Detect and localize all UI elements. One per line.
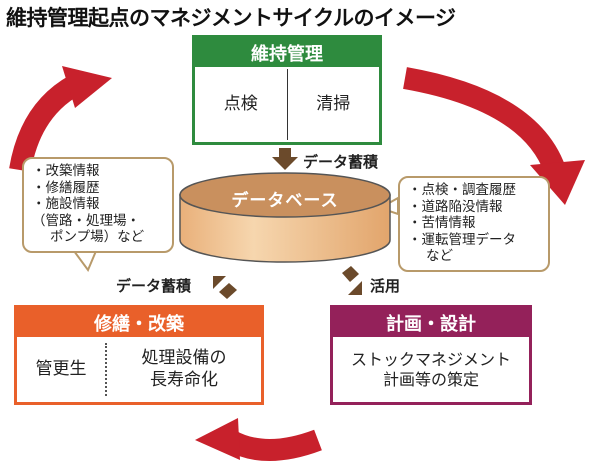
maintenance-cell-inspection: 点検 [223, 93, 258, 114]
repair-cell-line: 処理設備の [141, 348, 227, 369]
callout-right-line: など [426, 248, 453, 264]
callout-left-line: ・改築情報 [32, 163, 100, 179]
accumulate-label-left: データ蓄積 [116, 277, 192, 295]
callout-left-line: ・修繕履歴 [32, 179, 100, 196]
callout-right-line: ・苦情情報 [408, 215, 476, 231]
database-cylinder [179, 172, 391, 263]
callout-right-line: ・道路陥没情報 [408, 198, 503, 215]
callout-right-line: ・運転管理データ [408, 231, 516, 248]
utilize-label: 活用 [370, 277, 401, 295]
plan-header: 計画・設計 [333, 308, 529, 337]
database-label: データベース [231, 191, 339, 211]
callout-left: ・改築情報 ・修繕履歴 ・施設情報 （管路・処理場・ ポンプ場）など [22, 157, 174, 253]
callout-left-tail [72, 250, 98, 273]
maintenance-divider [286, 69, 288, 140]
callout-left-line: ・施設情報 [32, 196, 100, 212]
callout-left-line: ポンプ場）など [50, 229, 145, 245]
cycle-arrow-left [9, 66, 112, 173]
repair-divider [105, 343, 107, 396]
maintenance-header: 維持管理 [195, 38, 379, 67]
repair-cell-life-extension: 処理設備の 長寿命化 [107, 337, 261, 402]
diagram-title: 維持管理起点のマネジメントサイクルのイメージ [6, 6, 456, 30]
maintenance-cell-cleaning: 清掃 [316, 93, 351, 114]
repair-box: 修繕・改築 管更生 処理設備の 長寿命化 [14, 305, 264, 405]
repair-cell-line: 長寿命化 [150, 369, 218, 390]
accumulate-label-top: データ蓄積 [303, 153, 379, 171]
utilize-arrow [342, 266, 362, 295]
plan-body-line: ストックマネジメント [350, 349, 511, 369]
cycle-arrow-bottom [195, 418, 322, 461]
plan-body: ストックマネジメント 計画等の策定 [333, 337, 529, 402]
callout-right: ・点検・調査履歴 ・道路陥没情報 ・苦情情報 ・運転管理データ など [398, 176, 550, 272]
maintenance-box: 維持管理 点検 清掃 [192, 35, 382, 145]
callout-right-line: ・点検・調査履歴 [408, 182, 516, 198]
accumulate-arrow-top [272, 148, 298, 170]
accumulate-arrow-left [213, 276, 237, 299]
plan-box: 計画・設計 ストックマネジメント 計画等の策定 [330, 305, 532, 405]
cycle-arrow-top-right [403, 67, 585, 205]
callout-left-line: （管路・処理場・ [32, 212, 140, 229]
repair-header: 修繕・改築 [17, 308, 261, 337]
repair-cell-pipe-renewal: 管更生 [35, 358, 87, 379]
plan-body-line: 計画等の策定 [382, 369, 479, 389]
